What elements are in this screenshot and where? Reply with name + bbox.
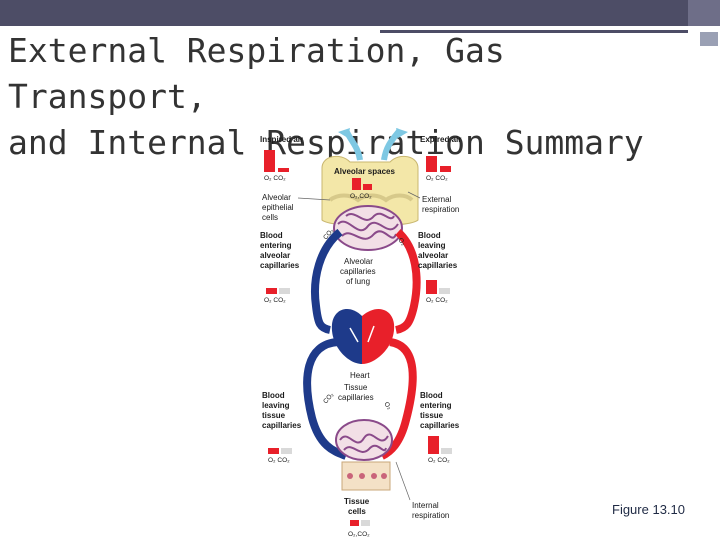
label-blood-entering-alv-3: alveolar — [260, 251, 290, 260]
bar-label-entering-alv: O₂ CO₂ — [264, 297, 286, 304]
label-alveolar-spaces: Alveolar spaces — [334, 167, 395, 176]
bar-blood-leaving-alv: O₂ CO₂ — [426, 280, 450, 304]
label-alveolar-gases: O₂,CO₂ — [350, 193, 372, 200]
epithelial-leader — [297, 197, 331, 201]
inspired-arrowhead — [338, 128, 350, 138]
bar-label-expired: O₂ CO₂ — [426, 175, 448, 182]
label-blood-leaving-alv-2: leaving — [418, 241, 446, 250]
bar-label-leaving-alv: O₂ CO₂ — [426, 297, 448, 304]
lung-capillary-bed — [333, 205, 403, 251]
figure-caption: Figure 13.10 — [612, 502, 685, 517]
lung-capillary-loops — [337, 212, 399, 240]
bar-tissue-cells: O₂,CO₂ — [348, 520, 370, 538]
tissue-cell-nucleus — [359, 473, 365, 479]
label-blood-leaving-tis-3: tissue — [262, 411, 286, 420]
bar-label-inspired: O₂ CO₂ — [264, 175, 286, 182]
pulmonary-artery-vessel — [311, 228, 343, 334]
label-tissue-cells-2: cells — [348, 507, 366, 516]
tissue-cell-nucleus — [371, 473, 377, 479]
label-expired-air: Expired air — [420, 135, 461, 144]
bar-inspired-air: O₂ CO₂ — [264, 150, 289, 182]
internal-respiration-leader — [395, 461, 411, 501]
alveolar-epithelium — [328, 193, 414, 203]
label-blood-leaving-alv-4: capillaries — [418, 261, 458, 270]
label-alveolar-cap-3: of lung — [346, 277, 370, 286]
label-alveolar-cap-1: Alveolar — [344, 257, 373, 266]
bar-label-tissue-cells: O₂,CO₂ — [348, 531, 370, 538]
tissue-capillary-bed — [335, 419, 393, 461]
side-label-o2-lung: O₂ — [396, 237, 407, 248]
slide-title-line2: and Internal Respiration Summary — [8, 123, 644, 162]
label-heart: Heart — [350, 371, 370, 380]
tissue-cell-nucleus — [347, 473, 353, 479]
systemic-vein-vessel — [303, 338, 348, 460]
bar-blood-entering-alv: O₂ CO₂ — [264, 288, 290, 304]
label-blood-leaving-tis-2: leaving — [262, 401, 290, 410]
pulmonary-vein-vessel — [395, 229, 421, 334]
tissue-cell-nucleus — [381, 473, 387, 479]
bar-label-leaving-tis: O₂ CO₂ — [268, 457, 290, 464]
slide-title: External Respiration, Gas Transport, and… — [8, 28, 698, 166]
label-alveolar-epithelial-2: epithelial — [262, 203, 294, 212]
title-bar-band — [0, 0, 688, 26]
label-alveolar-cap-2: capillaries — [340, 267, 376, 276]
label-tissue-cells-1: Tissue — [344, 497, 370, 506]
side-label-co2-tissue: CO₂ — [322, 391, 336, 405]
heart-right-side — [331, 309, 362, 364]
label-internal-respiration-2: respiration — [412, 511, 449, 520]
heart-valves — [349, 325, 375, 343]
label-blood-entering-alv-4: capillaries — [260, 261, 300, 270]
bar-alveolar-space — [352, 178, 372, 190]
label-blood-entering-tis-1: Blood — [420, 391, 443, 400]
expired-arrowhead — [396, 128, 408, 138]
label-blood-entering-alv-2: entering — [260, 241, 292, 250]
label-blood-entering-tis-4: capillaries — [420, 421, 460, 430]
label-blood-leaving-tis-1: Blood — [262, 391, 285, 400]
label-blood-leaving-alv-1: Blood — [418, 231, 441, 240]
heart-left-side — [362, 309, 395, 364]
bar-expired-air: O₂ CO₂ — [426, 156, 451, 182]
title-underline — [380, 30, 688, 33]
tissue-capillary-loops — [339, 433, 389, 453]
side-label-o2-tissue: O₂ — [382, 401, 393, 412]
slide-title-line1: External Respiration, Gas Transport, — [8, 31, 505, 116]
bar-label-entering-tis: O₂ CO₂ — [428, 457, 450, 464]
label-internal-respiration-1: Internal — [412, 501, 439, 510]
label-blood-leaving-tis-4: capillaries — [262, 421, 302, 430]
label-external-respiration-2: respiration — [422, 205, 459, 214]
respiration-diagram-svg: CO₂ O₂ CO₂ O₂ Inspired air Expired air A… — [260, 128, 461, 538]
label-blood-leaving-alv-3: alveolar — [418, 251, 448, 260]
label-alveolar-epithelial-3: cells — [262, 213, 278, 222]
label-alveolar-epithelial-1: Alveolar — [262, 193, 291, 202]
label-tissue-cap-2: capillaries — [338, 393, 374, 402]
respiration-diagram: CO₂ O₂ CO₂ O₂ Inspired air Expired air A… — [250, 128, 480, 540]
systemic-artery-vessel — [380, 338, 417, 460]
label-tissue-cap-1: Tissue — [344, 383, 368, 392]
bar-blood-leaving-tis: O₂ CO₂ — [268, 448, 292, 464]
corner-decoration — [700, 32, 718, 46]
label-external-respiration-1: External — [422, 195, 452, 204]
bar-blood-entering-tis: O₂ CO₂ — [428, 436, 452, 464]
label-inspired-air: Inspired air — [260, 135, 303, 144]
label-blood-entering-tis-3: tissue — [420, 411, 444, 420]
label-blood-entering-alv-1: Blood — [260, 231, 283, 240]
title-bar-accent — [688, 0, 720, 26]
label-blood-entering-tis-2: entering — [420, 401, 452, 410]
external-respiration-leader — [407, 191, 421, 199]
